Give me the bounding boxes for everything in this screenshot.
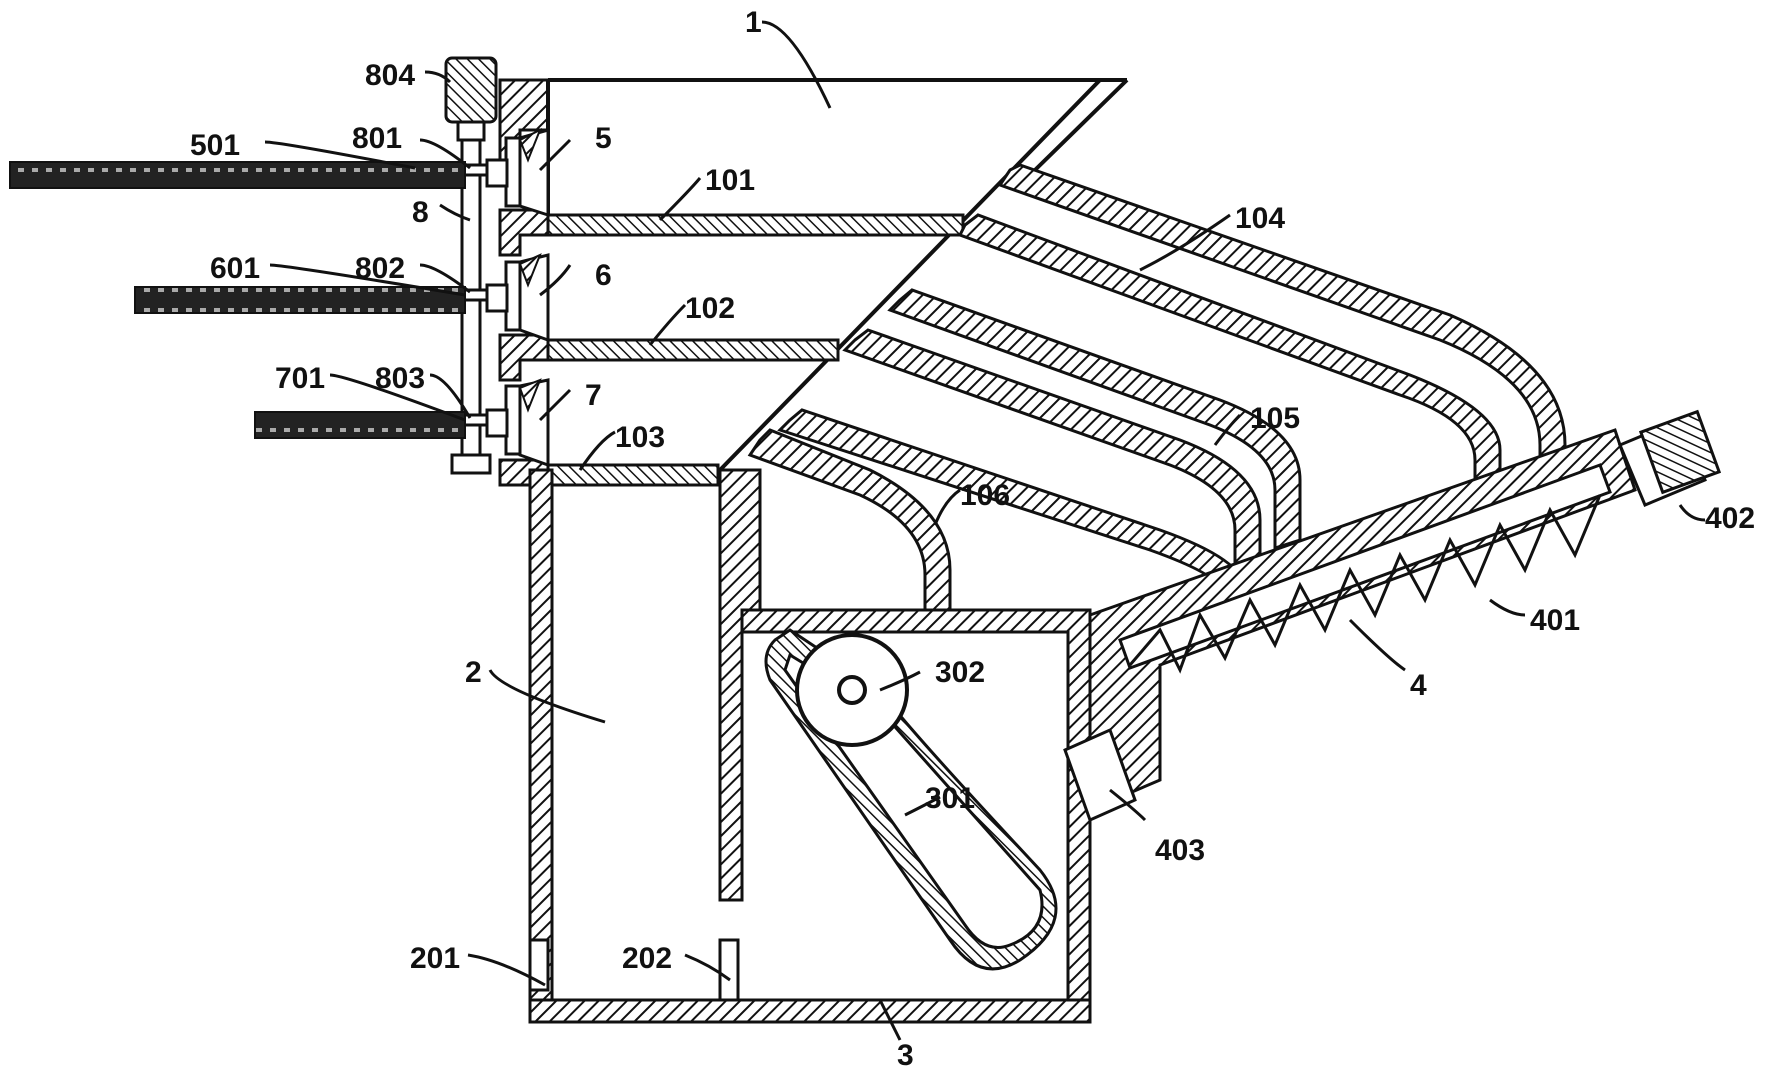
label-803: 803 (375, 362, 425, 395)
label-4: 4 (1410, 669, 1427, 702)
label-501: 501 (190, 129, 240, 162)
label-6: 6 (595, 259, 612, 292)
label-102: 102 (685, 292, 735, 325)
label-101: 101 (705, 164, 755, 197)
label-804: 804 (365, 59, 415, 92)
label-801: 801 (352, 122, 402, 155)
label-202: 202 (622, 942, 672, 975)
label-103: 103 (615, 421, 665, 454)
part-labels: 1 804 501 801 5 101 8 104 601 802 6 102 … (190, 6, 1755, 1072)
label-403: 403 (1155, 834, 1205, 867)
chutes (747, 163, 1567, 612)
label-2: 2 (465, 656, 482, 689)
label-8: 8 (412, 196, 429, 229)
label-201: 201 (410, 942, 460, 975)
label-301: 301 (925, 782, 975, 815)
conveyor-box (740, 608, 1092, 1002)
label-802: 802 (355, 252, 405, 285)
label-401: 401 (1530, 604, 1580, 637)
label-701: 701 (275, 362, 325, 395)
label-302: 302 (935, 656, 985, 689)
screw-conveyor (1063, 409, 1722, 823)
label-7: 7 (585, 379, 602, 412)
racks (9, 161, 466, 439)
label-3: 3 (897, 1039, 914, 1072)
label-104: 104 (1235, 202, 1285, 235)
label-601: 601 (210, 252, 260, 285)
label-5: 5 (595, 122, 612, 155)
label-402: 402 (1705, 502, 1755, 535)
screen-layers (546, 213, 965, 487)
label-1: 1 (745, 6, 762, 39)
collection-box (528, 468, 1092, 1024)
label-106: 106 (960, 479, 1010, 512)
gates (504, 127, 550, 468)
label-105: 105 (1250, 402, 1300, 435)
leader-lines (264, 20, 1706, 1041)
drive-assembly (444, 56, 509, 475)
